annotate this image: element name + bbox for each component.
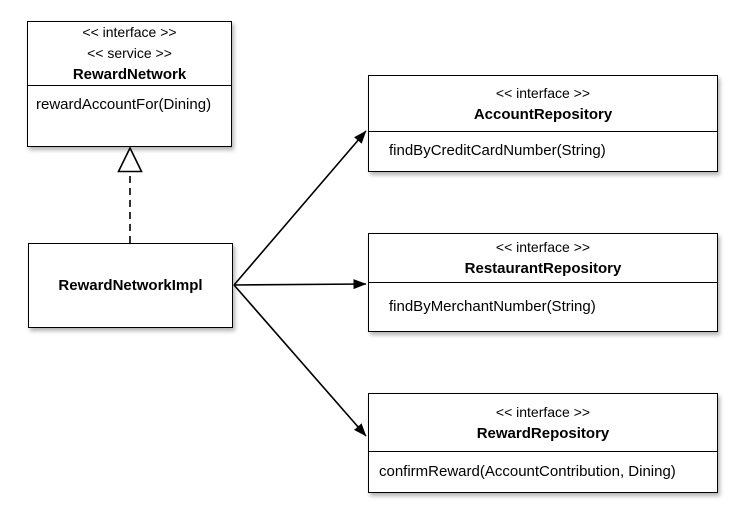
stereotype-label: << interface >> <box>82 24 177 40</box>
class-box-reward-network: << interface >> << service >> RewardNetw… <box>27 21 232 147</box>
class-box-reward-repository: << interface >> RewardRepository confirm… <box>368 393 718 493</box>
class-header: << interface >> RestaurantRepository <box>369 234 717 283</box>
class-name: RewardNetwork <box>72 66 187 83</box>
association-arrow-account-repository <box>233 130 367 286</box>
class-header: << interface >> RewardRepository <box>369 394 717 452</box>
method-compartment: rewardAccountFor(Dining) <box>28 86 231 115</box>
class-name: RestaurantRepository <box>464 260 622 277</box>
method-label: rewardAccountFor(Dining) <box>36 96 212 113</box>
method-compartment: confirmReward(AccountContribution, Dinin… <box>369 452 717 491</box>
class-box-reward-network-impl: RewardNetworkImpl <box>28 243 233 328</box>
class-name: RewardRepository <box>476 424 610 442</box>
class-box-account-repository: << interface >> AccountRepository findBy… <box>368 75 718 172</box>
stereotype-label: << interface >> <box>495 403 591 420</box>
association-arrow-reward-repository <box>233 284 367 437</box>
stereotype-label: << interface >> <box>495 84 591 101</box>
association-arrow-restaurant-repository <box>233 279 367 290</box>
class-header: << interface >> << service >> RewardNetw… <box>28 22 231 86</box>
class-name: RewardNetworkImpl <box>58 277 203 294</box>
stereotype-label: << service >> <box>87 45 172 61</box>
stereotype-label: << interface >> <box>495 239 591 255</box>
method-compartment: findByMerchantNumber(String) <box>369 283 717 330</box>
class-name: AccountRepository <box>473 105 613 123</box>
method-label: confirmReward(AccountContribution, Dinin… <box>379 462 676 480</box>
method-compartment: findByCreditCardNumber(String) <box>369 132 717 170</box>
class-box-restaurant-repository: << interface >> RestaurantRepository fin… <box>368 233 718 332</box>
class-header: << interface >> AccountRepository <box>369 76 717 132</box>
method-label: findByCreditCardNumber(String) <box>389 142 606 159</box>
realization-hollow-triangle-icon <box>117 146 143 173</box>
method-label: findByMerchantNumber(String) <box>389 297 596 315</box>
